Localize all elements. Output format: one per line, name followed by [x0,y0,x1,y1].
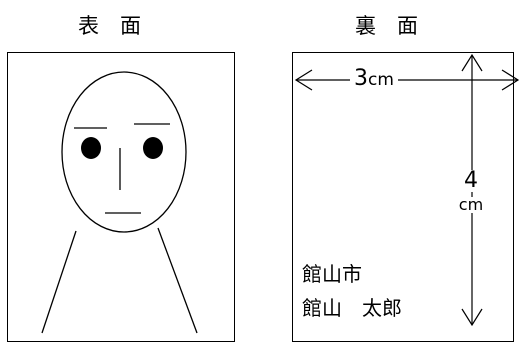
left-shoulder [41,230,77,334]
drawing-layer [41,53,520,334]
back-city-text: 館山市 [302,262,362,286]
width-dimension-label: 3cm [350,68,398,90]
right-shoulder [157,227,198,334]
width-unit: cm [368,70,394,90]
back-side-heading: 裏 面 [355,14,418,38]
right-eye [143,137,163,159]
height-dimension-unit: cm [456,197,486,213]
back-name-text: 館山 太郎 [302,296,402,320]
width-dimension-arrow [294,69,520,91]
head-outline [61,71,187,233]
left-eye [81,137,101,159]
front-side-heading: 表 面 [78,14,141,38]
width-value: 3 [354,66,368,91]
height-dimension-value: 4 [456,170,486,192]
portrait-sketch [41,71,198,334]
